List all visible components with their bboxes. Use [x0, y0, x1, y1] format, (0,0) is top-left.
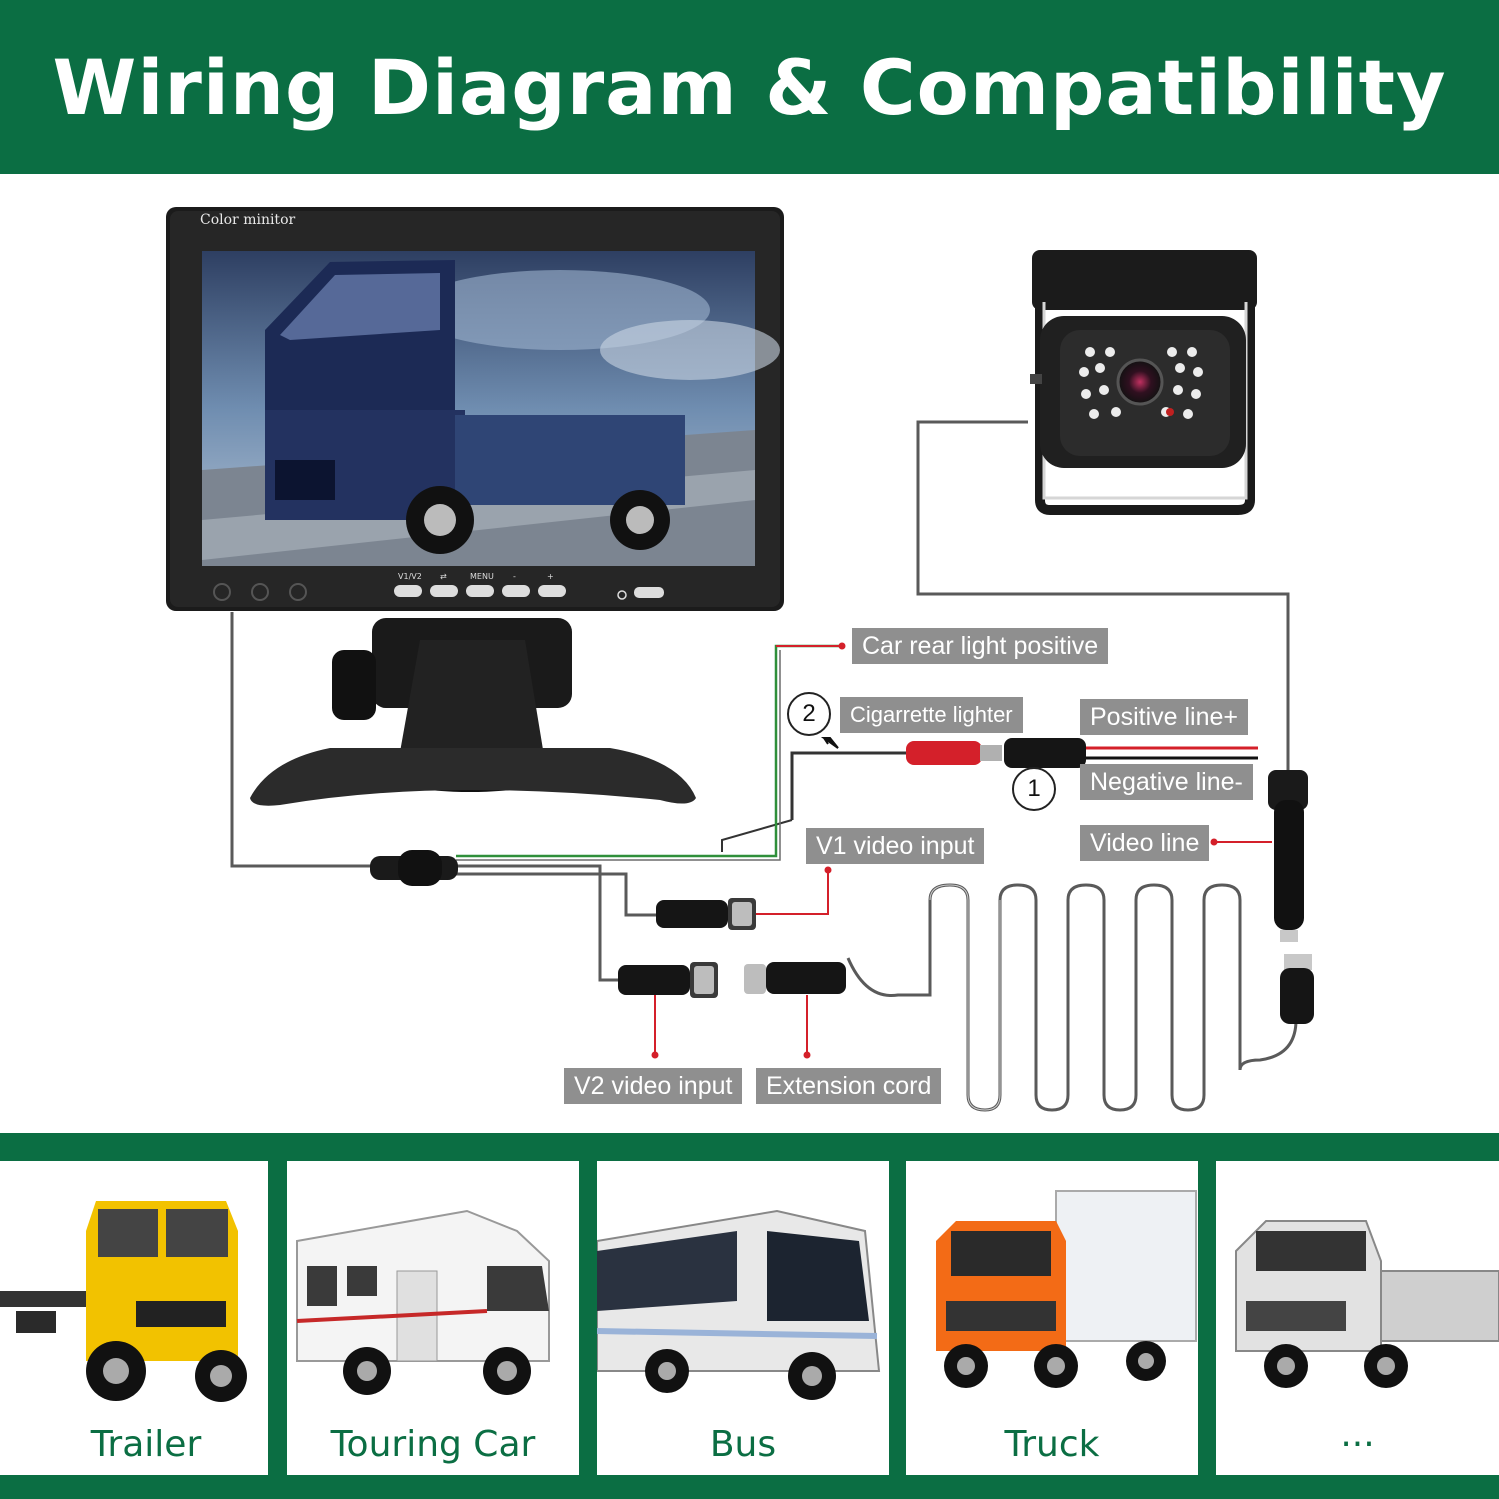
power-cable — [790, 751, 906, 820]
v1-connector — [656, 898, 756, 930]
vehicle-card-bus: Bus — [597, 1161, 889, 1475]
monitor-button-swap — [430, 585, 458, 597]
header-banner: Wiring Diagram & Compatibility — [0, 0, 1499, 174]
label-positive-line: Positive line+ — [1080, 699, 1248, 735]
monitor-button-power — [634, 587, 664, 598]
button-label-plus: + — [547, 572, 554, 581]
vehicle-card-touring-car: Touring Car — [287, 1161, 579, 1475]
extension-connector — [744, 962, 846, 994]
page-title: Wiring Diagram & Compatibility — [52, 42, 1447, 132]
rv-icon — [296, 1209, 550, 1395]
monitor-button-menu — [466, 585, 494, 597]
monitor-stand — [250, 618, 696, 806]
label-negative-line: Negative line- — [1080, 764, 1253, 800]
label-car-rear-light-positive: Car rear light positive — [852, 628, 1109, 664]
flatbed-truck-icon — [1235, 1220, 1499, 1388]
vehicle-card-more: ··· — [1216, 1161, 1499, 1475]
splitter-connector — [370, 850, 458, 886]
monitor: Color minitor V1/V2 ⇄ MENU - + — [166, 207, 784, 611]
vehicle-card-truck: Truck — [906, 1161, 1198, 1475]
compatibility-panel: Trailer Touring Car Bus — [0, 1133, 1499, 1499]
label-video-line: Video line — [1080, 825, 1210, 861]
vehicle-label-trailer: Trailer — [90, 1424, 202, 1465]
dc-power-connector — [906, 738, 1258, 768]
camera-cable-connector — [1268, 770, 1314, 1024]
label-cigarette-lighter: Cigarrette lighter — [840, 697, 1023, 733]
monitor-brand-text: Color minitor — [200, 212, 295, 228]
trailer-truck-icon — [0, 1201, 247, 1402]
wiring-diagram: Color minitor V1/V2 ⇄ MENU - + — [166, 207, 1314, 1112]
power-icon — [617, 590, 627, 600]
vehicle-card-trailer: Trailer — [0, 1161, 268, 1475]
marker-1: 1 — [1012, 767, 1056, 811]
button-label-menu: MENU — [470, 572, 494, 581]
label-extension-cord: Extension cord — [756, 1068, 942, 1104]
label-v2-video-input: V2 video input — [564, 1068, 743, 1104]
monitor-button-plus — [538, 585, 566, 597]
label-v1-video-input: V1 video input — [806, 828, 985, 864]
red-leader-lines — [654, 645, 1272, 1055]
vehicle-label-more: ··· — [1340, 1424, 1375, 1465]
button-label-v1v2: V1/V2 — [398, 572, 422, 581]
vehicle-label-truck: Truck — [1004, 1424, 1100, 1465]
box-truck-icon — [936, 1190, 1197, 1388]
rear-camera — [1030, 250, 1257, 515]
arrow-icon — [820, 737, 839, 749]
bus-icon — [597, 1209, 881, 1400]
vehicle-label-touring-car: Touring Car — [330, 1424, 536, 1465]
monitor-button-minus — [502, 585, 530, 597]
marker-2: 2 — [787, 692, 831, 736]
vehicle-label-bus: Bus — [709, 1424, 777, 1465]
button-label-minus: - — [513, 572, 516, 581]
screen-truck-image — [265, 260, 685, 554]
button-label-swap: ⇄ — [440, 572, 447, 581]
gray-cables — [230, 420, 1298, 1112]
monitor-button-v1v2 — [394, 585, 422, 597]
v2-connector — [618, 962, 718, 998]
